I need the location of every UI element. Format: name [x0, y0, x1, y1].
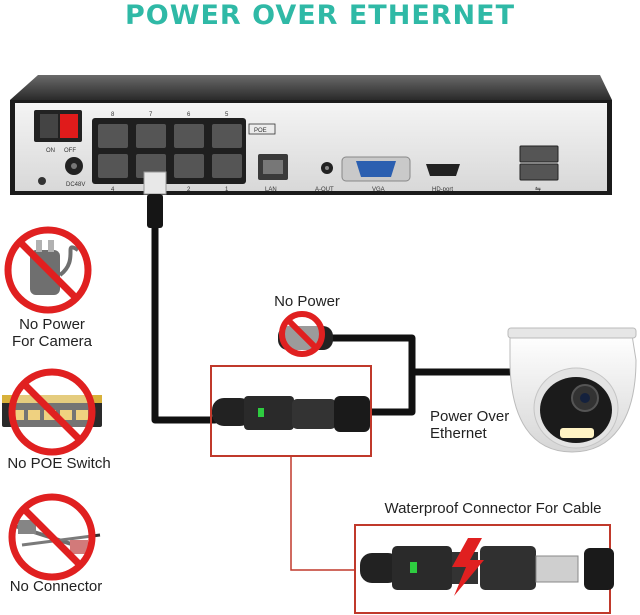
poe-port-2[interactable]	[174, 154, 204, 178]
no-power-label: No Power	[274, 293, 340, 310]
no-power-camera-line-2: For Camera	[11, 333, 93, 350]
page-title: POWER OVER ETHERNET	[124, 0, 516, 31]
vga-label: VGA	[372, 187, 385, 193]
power-over-ethernet-label: Power Over Ethernet	[430, 408, 540, 442]
hdmi-port[interactable]	[426, 164, 460, 176]
no-poe-switch-prohibit-icon	[8, 368, 96, 456]
switch-label-on: ON	[46, 148, 55, 154]
poe-port-block	[92, 118, 246, 184]
waterproof-connector-label: Waterproof Connector For Cable	[384, 500, 602, 517]
poe-port-4[interactable]	[98, 154, 128, 178]
usb-port-top[interactable]	[519, 145, 559, 163]
no-power-for-camera-label: No Power For Camera	[0, 316, 104, 350]
no-power-camera-prohibit-icon	[4, 226, 92, 314]
no-connector-prohibit-icon	[8, 493, 96, 581]
exploded-connector-icon	[360, 546, 614, 590]
no-poe-switch-label: No POE Switch	[7, 455, 111, 472]
usb-icon: ⇋	[535, 185, 541, 193]
port-number-7: 7	[149, 112, 153, 118]
poe-label: POE	[254, 128, 267, 134]
port-number-2: 2	[187, 187, 191, 193]
ground-screw	[38, 177, 46, 185]
poe-port-8[interactable]	[98, 124, 128, 148]
port-number-1: 1	[225, 187, 229, 193]
ethernet-cable	[151, 218, 529, 424]
nvr-recorder: ON OFF DC48V 8 7 6 5 4 3 2 1	[10, 75, 612, 195]
lightning-icon	[452, 538, 484, 596]
port-number-5: 5	[225, 112, 229, 118]
audio-out-label: A-OUT	[315, 187, 334, 193]
poe-port-6[interactable]	[174, 124, 204, 148]
switch-label-off: OFF	[64, 148, 76, 154]
poe-port-1[interactable]	[212, 154, 242, 178]
no-connector-label: No Connector	[9, 578, 103, 595]
port-number-6: 6	[187, 112, 191, 118]
no-power-camera-line-1: No Power	[19, 316, 85, 333]
rj45-plug	[143, 171, 167, 228]
port-number-4: 4	[111, 187, 115, 193]
camera-icon	[507, 327, 637, 453]
power-over-ethernet-line-1: Power Over	[430, 408, 510, 425]
poe-ports	[98, 124, 242, 178]
port-number-8: 8	[111, 112, 115, 118]
nvr-top	[10, 75, 612, 100]
usb-port-bottom[interactable]	[519, 163, 559, 181]
callout-line	[290, 456, 355, 571]
connector-icon	[11, 520, 101, 554]
lan-label: LAN	[265, 187, 277, 193]
poe-port-5[interactable]	[212, 124, 242, 148]
hdmi-label: HD-port	[432, 187, 453, 193]
power-over-ethernet-line-2: Ethernet	[430, 425, 487, 442]
dc-label: DC48V	[66, 182, 85, 188]
no-power-prohibit-icon	[279, 311, 325, 357]
poe-port-7[interactable]	[136, 124, 166, 148]
waterproof-connector-icon	[212, 396, 370, 432]
